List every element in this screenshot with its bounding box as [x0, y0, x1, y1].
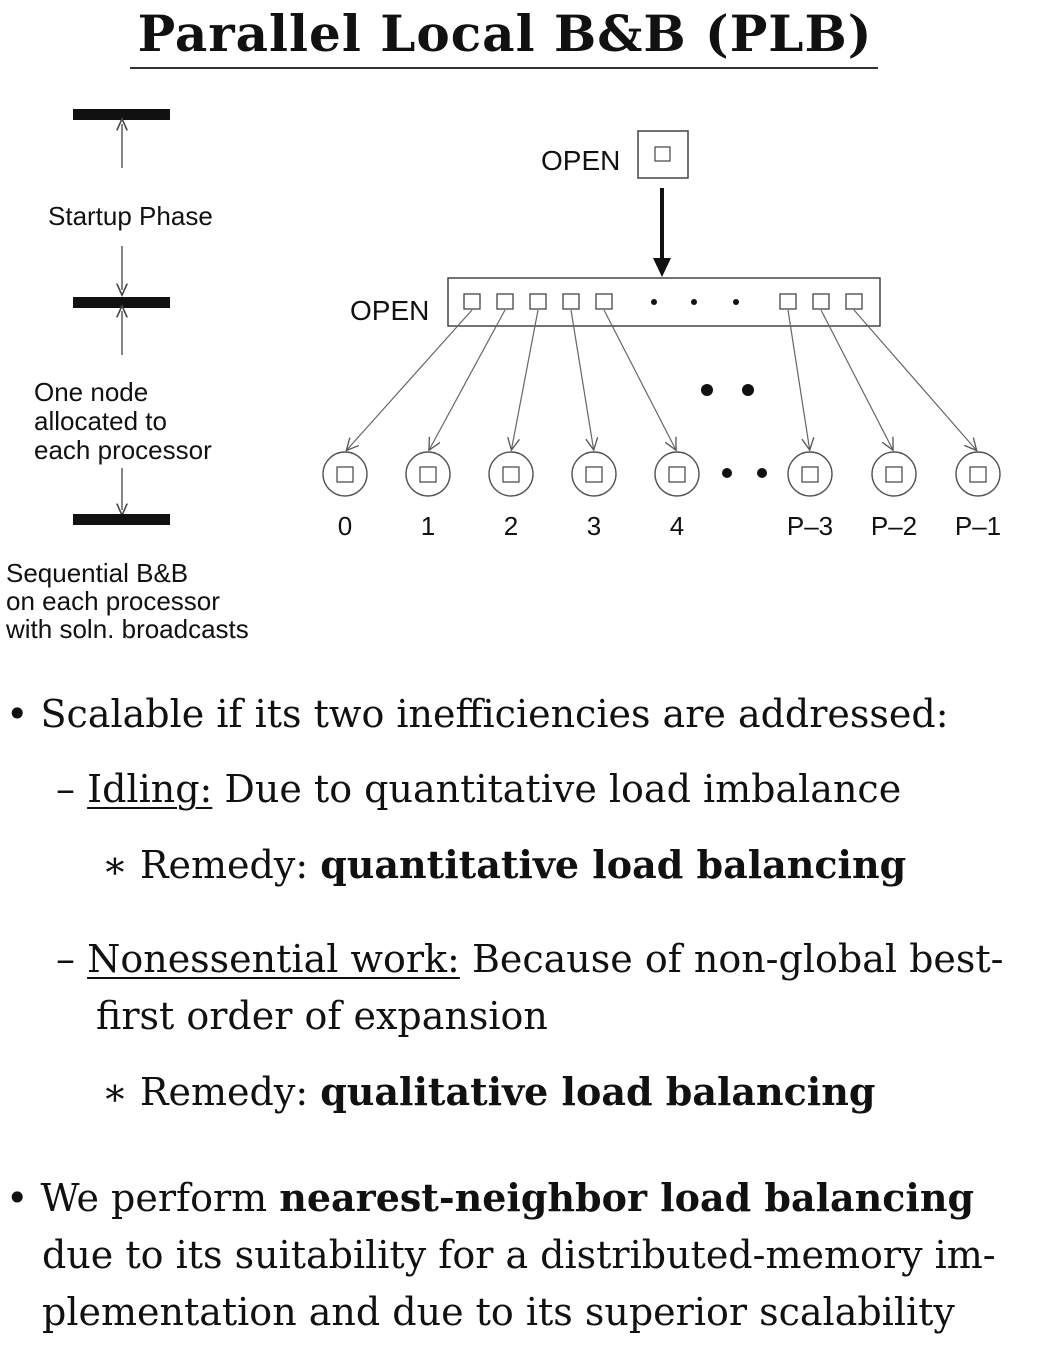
processor-node-item [801, 466, 819, 483]
processor-node [654, 451, 700, 497]
middle-ellipsis-dot [701, 384, 713, 396]
sequential-label-line-2: on each processor [6, 586, 220, 616]
remedy-1-text: quantitative load balancing [320, 842, 907, 887]
processor-label: P–2 [870, 511, 918, 541]
phase-timeline [73, 109, 170, 525]
open-list-nodes [463, 293, 863, 310]
bullet-2-line-3: plementation and due to its superior sca… [42, 1290, 955, 1334]
distribution-diagram [322, 130, 1001, 497]
phase-bar-middle [73, 297, 170, 308]
bullet-2: • We perform nearest-neighbor load balan… [6, 1175, 975, 1221]
title-underline [130, 67, 878, 69]
allocation-label-line-2: allocated to [34, 406, 167, 436]
phase-bar-top [73, 109, 170, 120]
processor-node [405, 451, 451, 497]
remedy-2-text: qualitative load balancing [320, 1069, 876, 1114]
open-list-label: OPEN [350, 295, 430, 326]
open-node [562, 293, 580, 310]
asterisk-mark: ∗ [102, 1070, 128, 1114]
middle-ellipsis-dot [742, 384, 754, 396]
processor-node [955, 451, 1001, 497]
remedy-2: ∗ Remedy: qualitative load balancing [102, 1069, 876, 1115]
processor-label: 4 [669, 511, 685, 541]
processor-ellipsis-dot [757, 468, 767, 478]
processor-node [871, 451, 917, 497]
bullet-dot: • [6, 692, 29, 736]
bullet-2-bold: nearest-neighbor load balancing [279, 1175, 975, 1220]
heavy-arrow-head [653, 258, 671, 277]
open-list-box [447, 277, 881, 327]
open-ellipsis-dot [651, 299, 657, 305]
processor-label: P–3 [786, 511, 834, 541]
bullet-dot: • [6, 1176, 29, 1220]
asterisk-mark: ∗ [102, 843, 128, 887]
processor-ellipsis-dot [722, 468, 732, 478]
distribution-arrow [345, 309, 473, 452]
open-node [779, 293, 797, 310]
processor-node [488, 451, 534, 497]
processor-label: 0 [337, 511, 353, 541]
open-ellipsis-dot [733, 299, 739, 305]
processor-node-item [419, 466, 437, 483]
processor-node-item [585, 466, 603, 483]
distribution-arrow [603, 309, 677, 452]
open-node [496, 293, 514, 310]
bullet-1: • Scalable if its two inefficiencies are… [6, 692, 949, 736]
dash-mark: – [56, 937, 75, 981]
sequential-label-line-3: with soln. broadcasts [6, 614, 249, 644]
processor-node [322, 451, 368, 497]
distribution-arrows [345, 309, 978, 452]
processor-label: 2 [503, 511, 519, 541]
processor-label: 3 [586, 511, 602, 541]
global-open-node [654, 146, 671, 162]
processor-node-item [969, 466, 987, 483]
bullet-2-line-2: due to its suitability for a distributed… [42, 1233, 996, 1277]
distribution-arrow [820, 309, 894, 452]
nonessential-text: Because of non-global best- [459, 937, 1004, 981]
processor-node [787, 451, 833, 497]
allocation-label-line-3: each processor [34, 435, 212, 465]
processor-nodes [322, 451, 1001, 497]
open-node [463, 293, 481, 310]
distribution-arrow [428, 309, 506, 452]
processor-node-item [502, 466, 520, 483]
sequential-label-line-1: Sequential B&B [6, 558, 189, 588]
distribution-arrow [570, 309, 599, 452]
open-ellipsis-dot [691, 299, 697, 305]
processor-node [571, 451, 617, 497]
open-node [845, 293, 863, 310]
bullet-1-text: Scalable if its two inefficiencies are a… [40, 692, 949, 736]
distribution-arrow [787, 309, 815, 452]
processor-node-item [885, 466, 903, 483]
idling-text: Due to quantitative load imbalance [212, 767, 902, 811]
phase-bar-bottom [73, 514, 170, 525]
processor-node-item [668, 466, 686, 483]
startup-phase-label: Startup Phase [48, 201, 213, 231]
nonessential-text-line-2: first order of expansion [96, 994, 548, 1038]
idling-term: Idling: [87, 767, 213, 811]
processor-label: P–1 [954, 511, 1002, 541]
open-node [595, 293, 613, 310]
distribution-arrow [507, 309, 539, 452]
remedy-1-label: Remedy: [139, 843, 321, 887]
bullet-1-sub-2: – Nonessential work: Because of non-glob… [56, 937, 1004, 981]
bullet-2-pre: We perform [40, 1176, 280, 1220]
allocation-label-line-1: One node [34, 377, 149, 407]
global-open-box [637, 130, 689, 179]
nonessential-term: Nonessential work: [87, 937, 460, 981]
processor-label: 1 [420, 511, 436, 541]
open-node [812, 293, 830, 310]
distribution-arrow [853, 309, 978, 452]
dash-mark: – [56, 767, 75, 811]
page-title: Parallel Local B&B (PLB) [137, 4, 873, 63]
open-node [529, 293, 547, 310]
remedy-1: ∗ Remedy: quantitative load balancing [102, 842, 907, 888]
global-open-label: OPEN [541, 145, 621, 176]
bullet-1-sub-1: – Idling: Due to quantitative load imbal… [56, 767, 901, 811]
remedy-2-label: Remedy: [139, 1070, 321, 1114]
processor-node-item [336, 466, 354, 483]
